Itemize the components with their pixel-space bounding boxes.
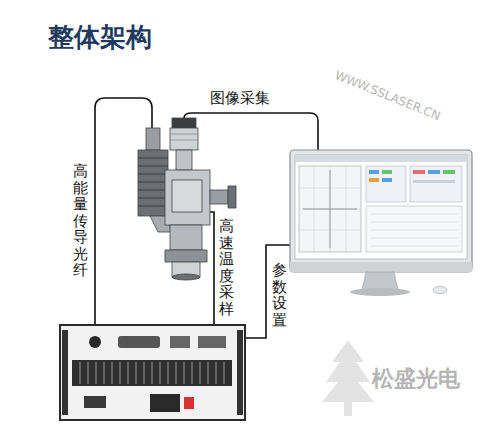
laser-head <box>172 118 196 128</box>
monitor <box>443 170 455 174</box>
laser-head <box>138 150 168 216</box>
controller-box <box>198 336 226 348</box>
monitor <box>370 214 458 246</box>
monitor <box>362 272 398 290</box>
cable <box>210 212 214 325</box>
laser-head <box>172 180 202 212</box>
controller-box <box>150 394 180 412</box>
laser-head <box>176 150 192 170</box>
cable-label: 参数设置 <box>272 262 287 328</box>
monitor <box>428 170 440 174</box>
monitor <box>295 155 467 259</box>
laser-head <box>210 190 228 204</box>
monitor <box>350 288 410 296</box>
controller-box <box>60 325 245 420</box>
monitor <box>303 170 357 248</box>
monitor <box>366 166 406 202</box>
laser-head <box>165 250 207 262</box>
monitor <box>433 287 447 294</box>
monitor <box>382 170 392 174</box>
controller-box <box>60 325 245 420</box>
monitor <box>369 170 379 174</box>
laser-head <box>138 158 168 206</box>
monitor <box>369 178 379 182</box>
laser-head <box>228 186 236 208</box>
monitor <box>382 178 392 182</box>
monitor <box>410 166 462 202</box>
cable <box>95 98 318 338</box>
cable-label: 图像采集 <box>210 89 270 108</box>
cable <box>245 245 290 338</box>
controller-box <box>184 397 194 409</box>
controller-box <box>118 336 160 348</box>
laser-head <box>146 128 160 150</box>
monitor <box>290 150 472 272</box>
controller-box <box>80 362 224 384</box>
watermark-tree <box>322 340 374 402</box>
watermark: 松盛光电 <box>372 364 460 394</box>
monitor <box>299 166 361 252</box>
cable-label: 高能量传导光纤 <box>73 163 88 279</box>
watermark: WWW.SSLASER.CN <box>333 68 443 123</box>
diagram-title: 整体架构 <box>48 20 152 55</box>
monitor <box>299 166 361 252</box>
controller-box <box>84 396 106 408</box>
monitor <box>290 150 472 296</box>
laser-head <box>170 134 198 140</box>
controller-box <box>62 330 68 415</box>
monitor <box>295 155 467 162</box>
controller-box <box>72 360 232 386</box>
controller-box <box>89 336 101 348</box>
cable <box>184 113 318 150</box>
laser-head <box>170 128 198 150</box>
laser-head <box>165 170 210 225</box>
watermark-tree <box>322 340 374 416</box>
monitor <box>413 180 455 183</box>
controller-box <box>237 330 243 415</box>
watermark-tree <box>344 402 352 416</box>
controller-box <box>170 336 190 348</box>
monitor <box>290 262 472 272</box>
laser-head <box>170 225 202 250</box>
cable-label: 高速温度采样 <box>219 218 234 317</box>
monitor <box>366 206 462 252</box>
monitor <box>413 170 425 174</box>
laser-head <box>172 274 200 280</box>
